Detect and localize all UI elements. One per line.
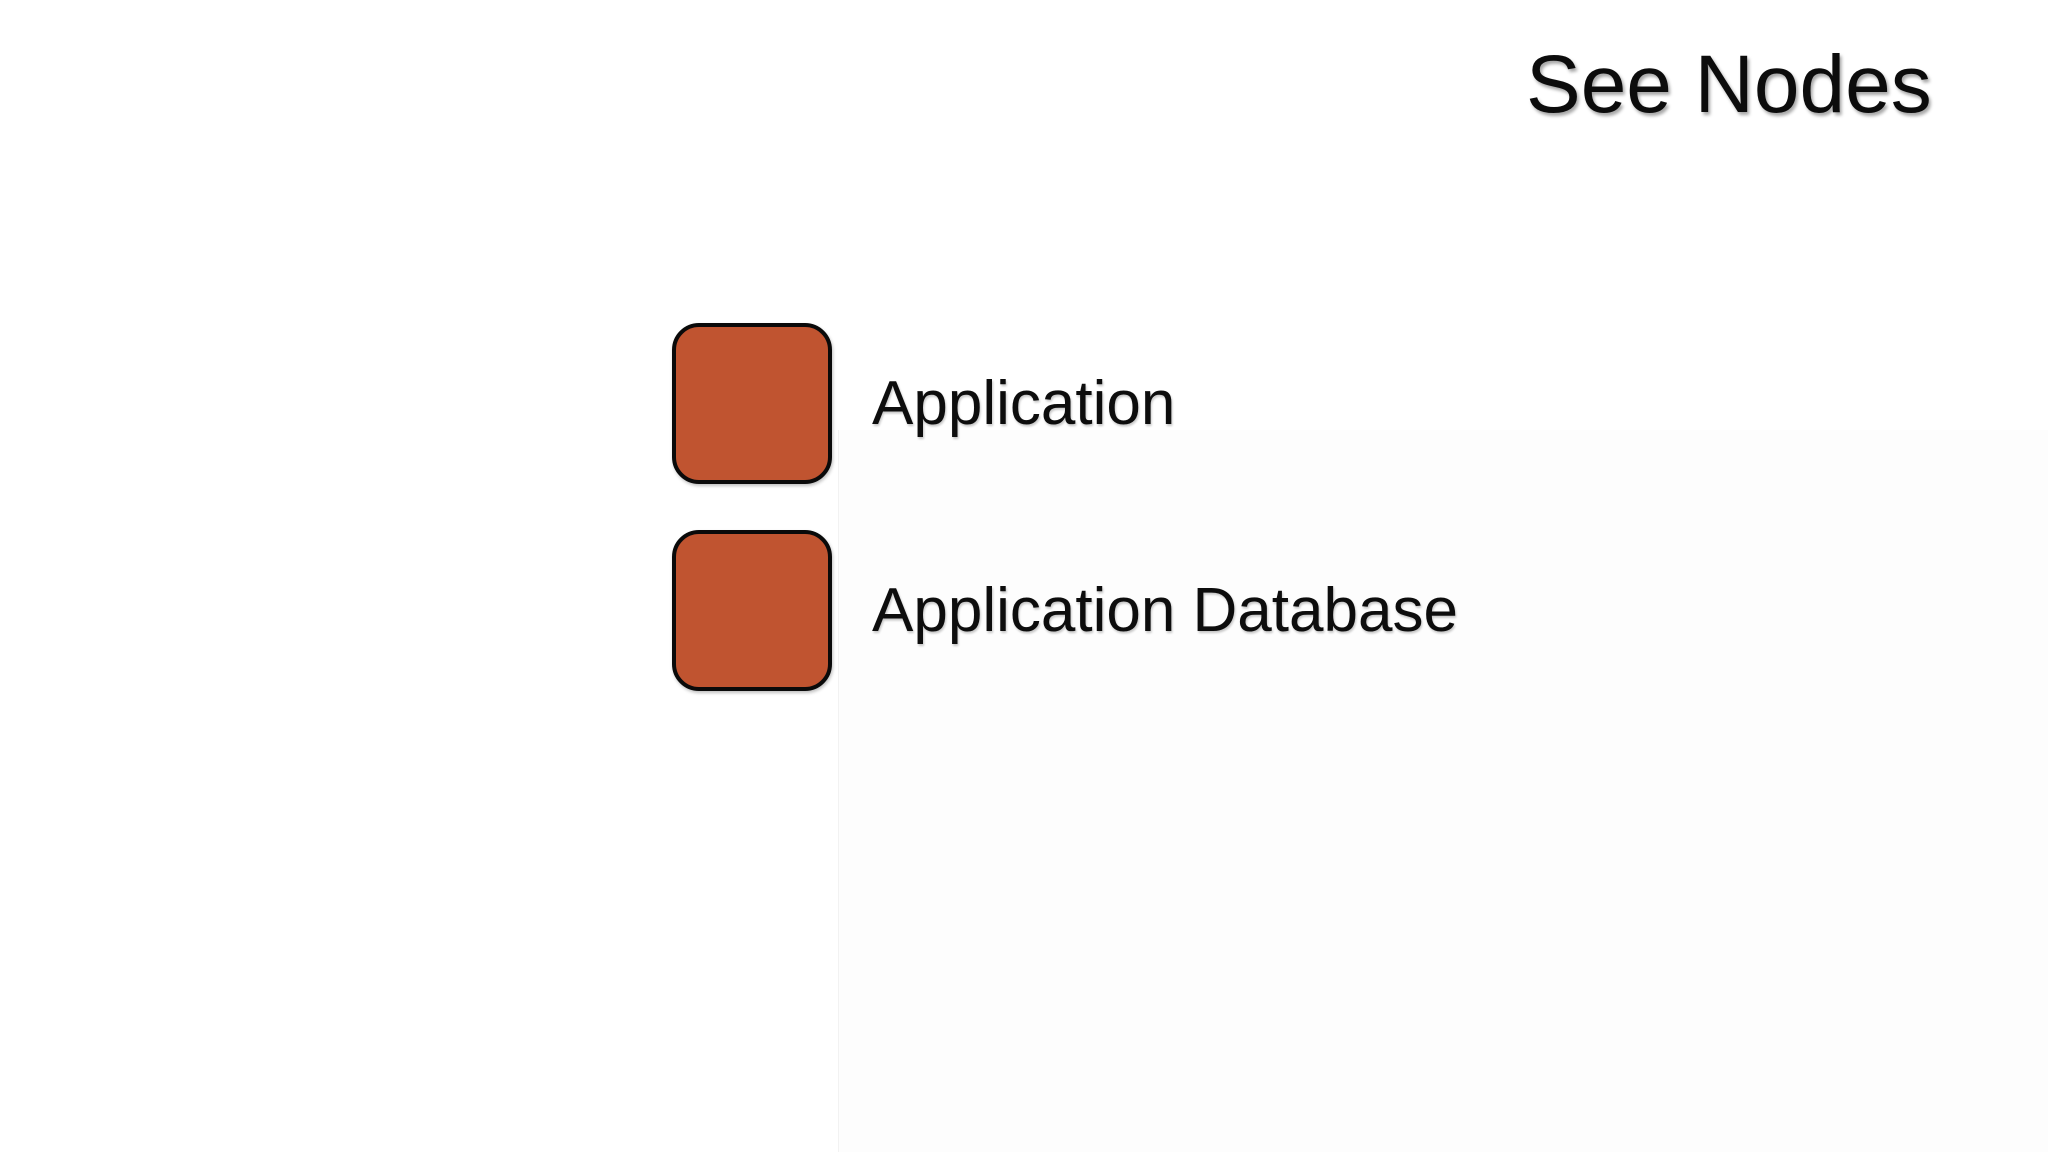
- application-node-swatch: [672, 323, 832, 484]
- node-legend: Application Application Database: [672, 323, 1458, 737]
- legend-label-application: Application: [872, 368, 1176, 438]
- page-title: See Nodes: [1526, 39, 1932, 130]
- application-database-node-swatch: [672, 530, 832, 691]
- slide-seam-region: [838, 430, 2048, 1152]
- legend-row-application-database: Application Database: [672, 530, 1458, 691]
- legend-label-application-database: Application Database: [872, 575, 1458, 645]
- legend-row-application: Application: [672, 323, 1458, 484]
